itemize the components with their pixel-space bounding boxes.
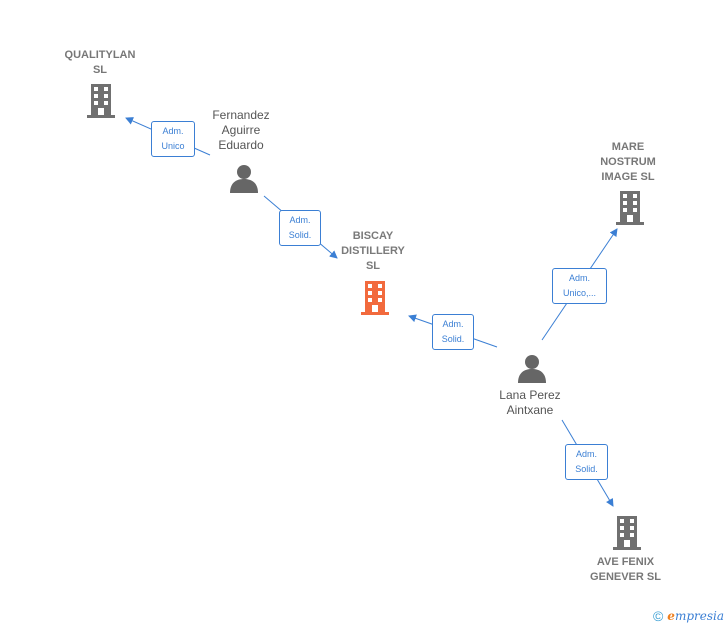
- person-name-fernandez[interactable]: Fernandez Aguirre Eduardo: [212, 108, 270, 152]
- company-name-mare-nostrum[interactable]: MARE NOSTRUM IMAGE SL: [600, 141, 656, 183]
- building-icon[interactable]: [614, 191, 646, 225]
- copyright-icon: ©: [652, 608, 664, 624]
- person-icon[interactable]: [229, 163, 259, 193]
- company-name-ave-fenix[interactable]: AVE FENIX GENEVER SL: [590, 556, 661, 583]
- person-icon[interactable]: [517, 353, 547, 383]
- building-icon[interactable]: [359, 281, 391, 315]
- edge-label-adm-unico-more[interactable]: Adm. Unico,...: [552, 268, 607, 304]
- footer-brand: © empresia: [653, 608, 724, 624]
- building-icon[interactable]: [611, 516, 643, 550]
- edge-label-adm-solid[interactable]: Adm. Solid.: [279, 210, 321, 246]
- brand-logo[interactable]: empresia: [667, 609, 724, 623]
- edge-label-adm-unico[interactable]: Adm. Unico: [151, 121, 195, 157]
- building-icon[interactable]: [85, 84, 117, 118]
- company-name-biscay[interactable]: BISCAY DISTILLERY SL: [341, 230, 405, 272]
- company-name-qualitylan[interactable]: QUALITYLAN SL: [64, 49, 136, 76]
- edge-label-adm-solid[interactable]: Adm. Solid.: [565, 444, 608, 480]
- person-name-lana[interactable]: Lana Perez Aintxane: [499, 388, 561, 417]
- edge-label-adm-solid[interactable]: Adm. Solid.: [432, 314, 474, 350]
